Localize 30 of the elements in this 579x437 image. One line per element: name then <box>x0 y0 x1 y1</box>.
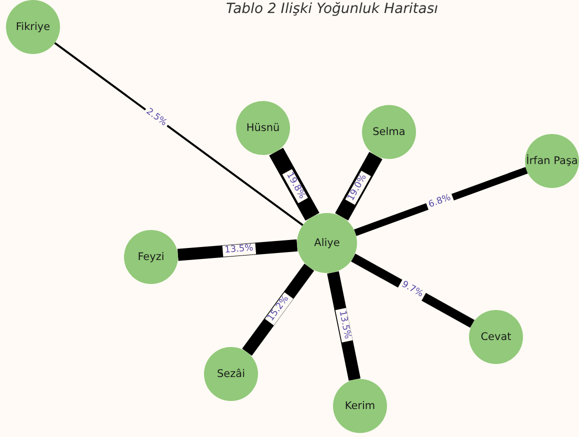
connector-line <box>269 148 320 221</box>
connector-line <box>351 254 475 328</box>
chart-title: Tablo 2 Ilişki Yoğunluk Haritası <box>226 1 438 17</box>
connector-line <box>54 42 304 226</box>
person-circle <box>6 0 60 54</box>
person-circle <box>333 379 387 433</box>
node-name: Cevat <box>480 331 512 343</box>
connector-line <box>327 271 361 381</box>
connector-line <box>335 152 382 220</box>
connector-line <box>242 264 314 356</box>
edge-label: 6.8% <box>425 192 454 212</box>
person-circle <box>469 310 523 364</box>
connector-line <box>177 239 298 261</box>
node-name: Fikriye <box>16 21 50 33</box>
edge-label: 13.5% <box>334 307 352 342</box>
person-circle <box>236 101 290 155</box>
node-name: Sezâi <box>217 368 245 380</box>
person-circle <box>124 230 178 284</box>
person-circle <box>297 213 357 273</box>
connector-line <box>354 166 528 236</box>
person-circle <box>362 105 416 159</box>
node-name: Selma <box>372 126 406 138</box>
person-circle <box>204 347 258 401</box>
node-name: Hüsnü <box>246 122 280 134</box>
node-name: Kerim <box>344 400 376 412</box>
node-name: İrfan Paşa <box>526 155 578 167</box>
person-circle <box>525 134 579 188</box>
node-name: Aliye <box>314 237 340 249</box>
node-name: Feyzi <box>138 251 164 263</box>
edge-label: 13.5% <box>222 243 256 257</box>
